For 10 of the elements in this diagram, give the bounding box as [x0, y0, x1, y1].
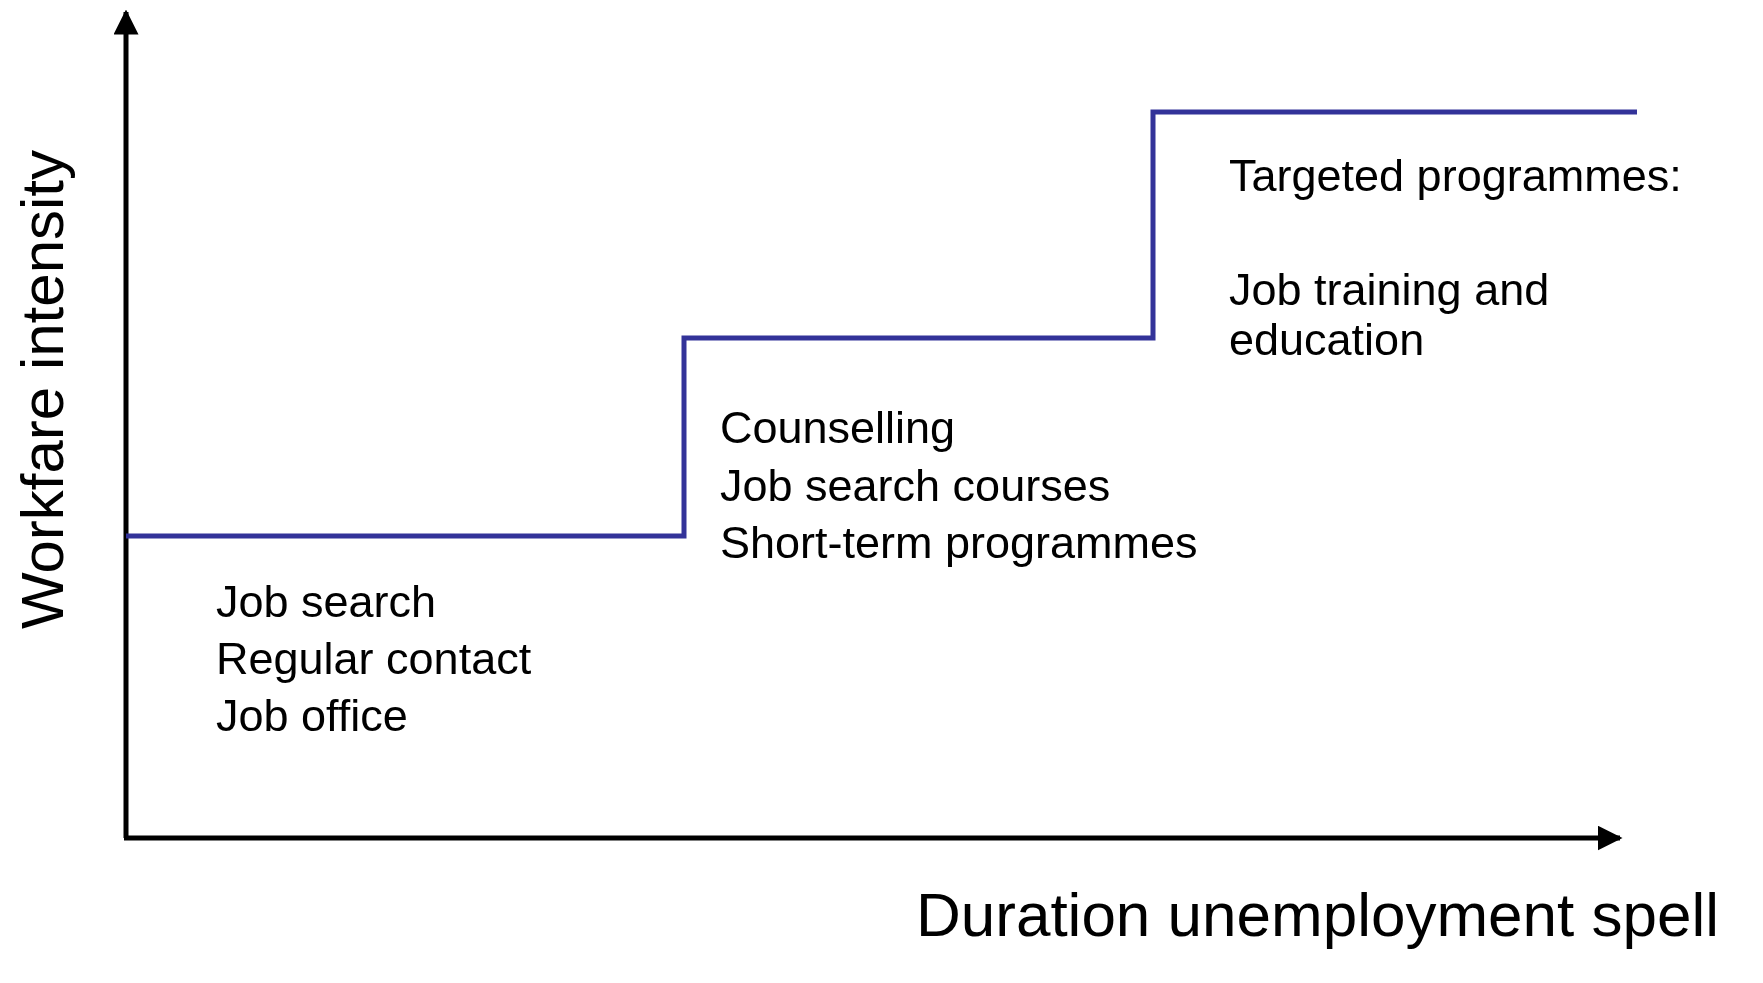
step-label: Job office — [216, 691, 408, 741]
step-label: Targeted programmes: — [1229, 151, 1682, 201]
step-label: Short-term programmes — [720, 518, 1198, 568]
step-label: Job search courses — [720, 461, 1111, 511]
step-label: Job search — [216, 577, 437, 627]
axis-title: Duration unemployment spell — [916, 880, 1719, 950]
step-label: Counselling — [720, 403, 956, 453]
step-label: Job training and education — [1229, 265, 1551, 365]
axis-title: Workfare intensity — [10, 150, 76, 630]
step-label: Regular contact — [216, 634, 532, 684]
